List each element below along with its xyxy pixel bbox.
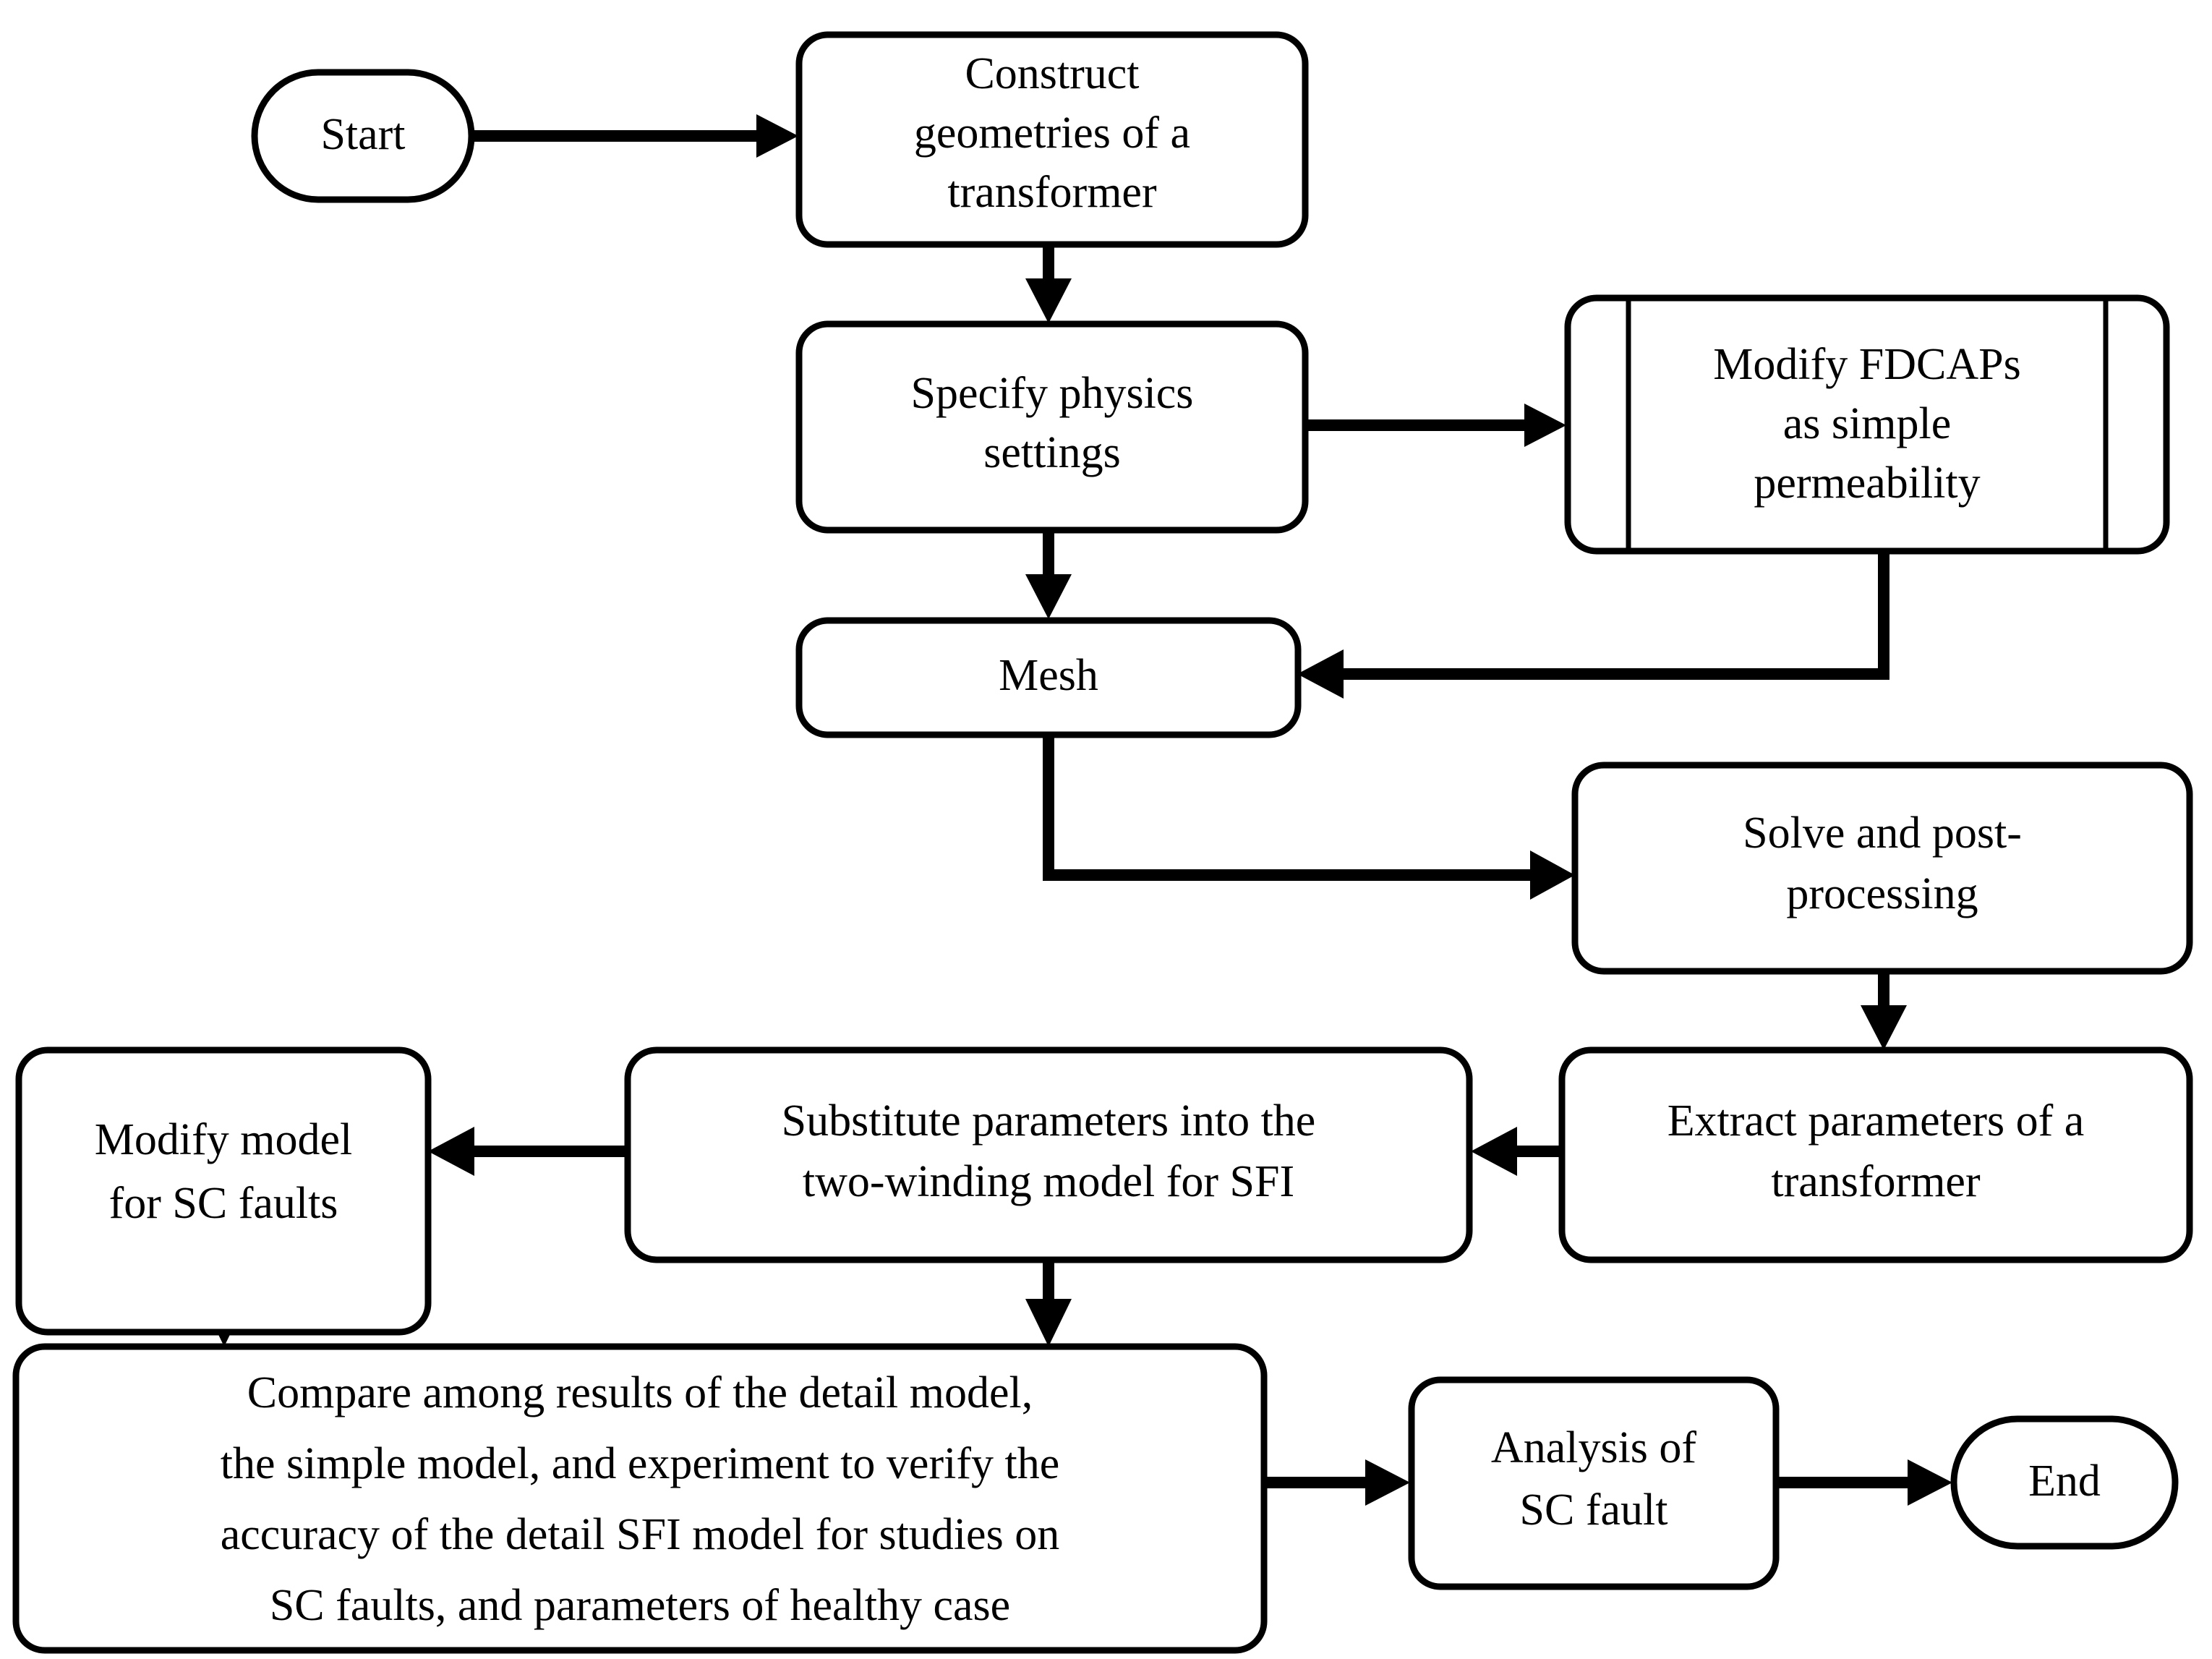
node-construct-line-2: geometries of a	[914, 108, 1190, 158]
node-specify[interactable]: Specify physics settings	[795, 320, 1309, 534]
node-substitute-line-1: Substitute parameters into the	[782, 1096, 1316, 1146]
edge-mesh-to-solve	[1043, 734, 1575, 900]
node-extract[interactable]: Extract parameters of a transformer	[1558, 1046, 2193, 1263]
node-compare[interactable]: Compare among results of the detail mode…	[12, 1343, 1268, 1654]
node-fdcaps-line-1: Modify FDCAPs	[1713, 340, 2021, 389]
node-compare-line-4: SC faults, and parameters of healthy cas…	[270, 1581, 1010, 1630]
node-construct[interactable]: Construct geometries of a transformer	[795, 31, 1309, 248]
node-substitute[interactable]: Substitute parameters into the two-windi…	[624, 1046, 1473, 1263]
node-fdcaps[interactable]: Modify FDCAPs as simple permeability	[1564, 294, 2170, 555]
edge-substitute-to-modify-model	[428, 1127, 626, 1176]
node-analysis[interactable]: Analysis of SC fault	[1408, 1376, 1780, 1590]
node-fdcaps-line-2: as simple	[1783, 399, 1951, 448]
node-end[interactable]: End	[1950, 1415, 2179, 1550]
node-construct-line-3: transformer	[947, 168, 1157, 217]
node-specify-line-2: settings	[983, 428, 1120, 477]
node-start[interactable]: Start	[251, 69, 475, 203]
node-modify-model[interactable]: Modify model for SC faults	[15, 1046, 432, 1336]
node-modify-model-line-1: Modify model	[95, 1115, 352, 1164]
node-extract-line-1: Extract parameters of a	[1667, 1096, 2085, 1146]
node-substitute-line-2: two-winding model for SFI	[803, 1157, 1294, 1206]
node-mesh-label: Mesh	[999, 651, 1098, 700]
node-analysis-line-2: SC fault	[1520, 1485, 1668, 1535]
node-fdcaps-line-3: permeability	[1754, 459, 1980, 508]
node-start-label: Start	[320, 110, 405, 159]
node-specify-line-1: Specify physics	[911, 369, 1194, 418]
edge-analysis-to-end	[1776, 1459, 1952, 1506]
edge-construct-to-specify	[1025, 244, 1072, 323]
node-solve[interactable]: Solve and post- processing	[1571, 762, 2193, 975]
node-compare-line-3: accuracy of the detail SFI model for stu…	[221, 1510, 1059, 1559]
node-mesh[interactable]: Mesh	[795, 617, 1302, 738]
node-compare-line-1: Compare among results of the detail mode…	[247, 1368, 1033, 1417]
node-modify-model-line-2: for SC faults	[109, 1179, 338, 1228]
edge-specify-to-mesh	[1025, 529, 1072, 619]
edge-specify-to-fdcaps	[1302, 404, 1566, 447]
node-solve-line-2: processing	[1786, 869, 1978, 918]
edge-compare-to-analysis	[1264, 1459, 1410, 1506]
edge-solve-to-extract	[1861, 971, 1907, 1050]
edge-start-to-construct	[470, 114, 798, 158]
edge-substitute-to-compare	[1025, 1260, 1072, 1347]
edge-fdcaps-to-mesh	[1297, 551, 1889, 699]
node-solve-line-1: Solve and post-	[1743, 809, 2022, 858]
node-analysis-line-1: Analysis of	[1491, 1423, 1697, 1472]
node-compare-line-2: the simple model, and experiment to veri…	[221, 1439, 1059, 1488]
node-end-label: End	[2028, 1457, 2101, 1506]
node-construct-line-1: Construct	[965, 49, 1139, 98]
node-extract-line-2: transformer	[1771, 1157, 1981, 1206]
edge-extract-to-substitute	[1471, 1127, 1560, 1176]
